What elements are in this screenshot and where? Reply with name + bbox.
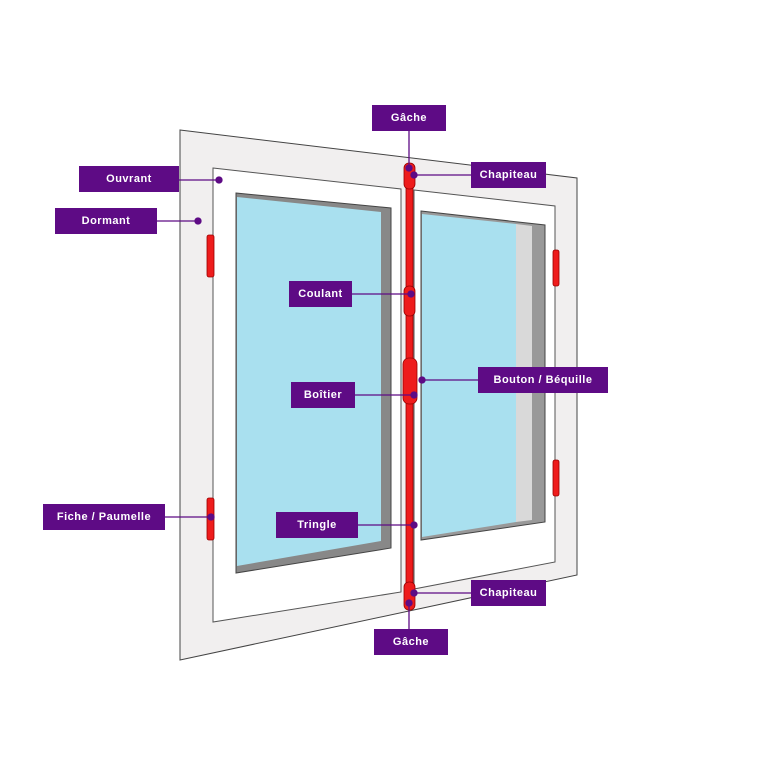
hinge-icon [206,234,215,278]
coulant-part [403,285,416,317]
label-dormant: Dormant [55,208,157,234]
label-gache-bottom: Gâche [374,629,448,655]
hinge-icon [552,459,560,497]
label-boitier: Boîtier [291,382,355,408]
label-chapiteau-top: Chapiteau [471,162,546,188]
label-coulant: Coulant [289,281,352,307]
label-tringle: Tringle [276,512,358,538]
hinge-icon [552,249,560,287]
label-fiche-paumelle: Fiche / Paumelle [43,504,165,530]
label-chapiteau-bottom: Chapiteau [471,580,546,606]
right-glass [422,214,516,537]
label-gache-top: Gâche [372,105,446,131]
leader-lines [157,131,478,629]
label-ouvrant: Ouvrant [79,166,179,192]
label-bouton-bequille: Bouton / Béquille [478,367,608,393]
